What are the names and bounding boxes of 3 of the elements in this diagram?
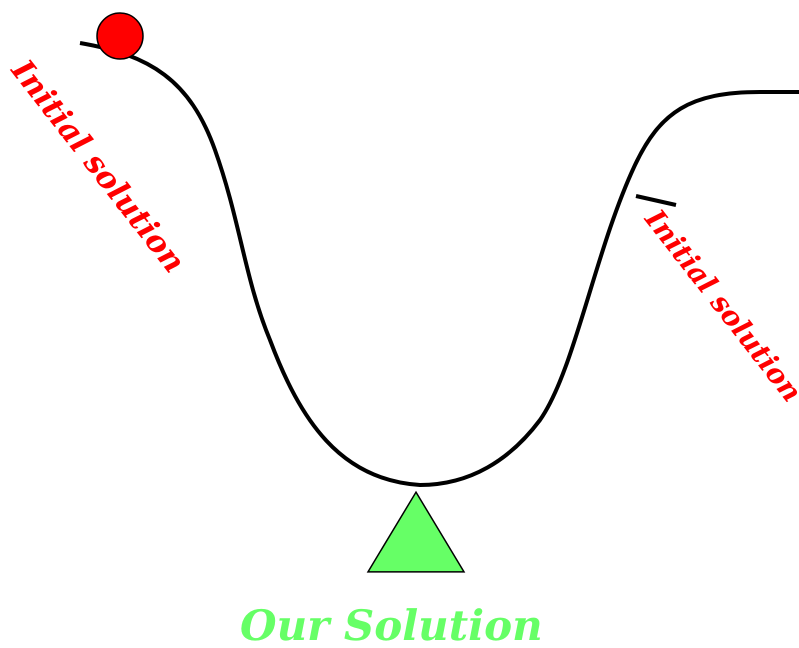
ball-icon xyxy=(96,12,144,60)
triangle-marker xyxy=(366,490,466,573)
caption-label: Our Solution xyxy=(240,605,543,647)
